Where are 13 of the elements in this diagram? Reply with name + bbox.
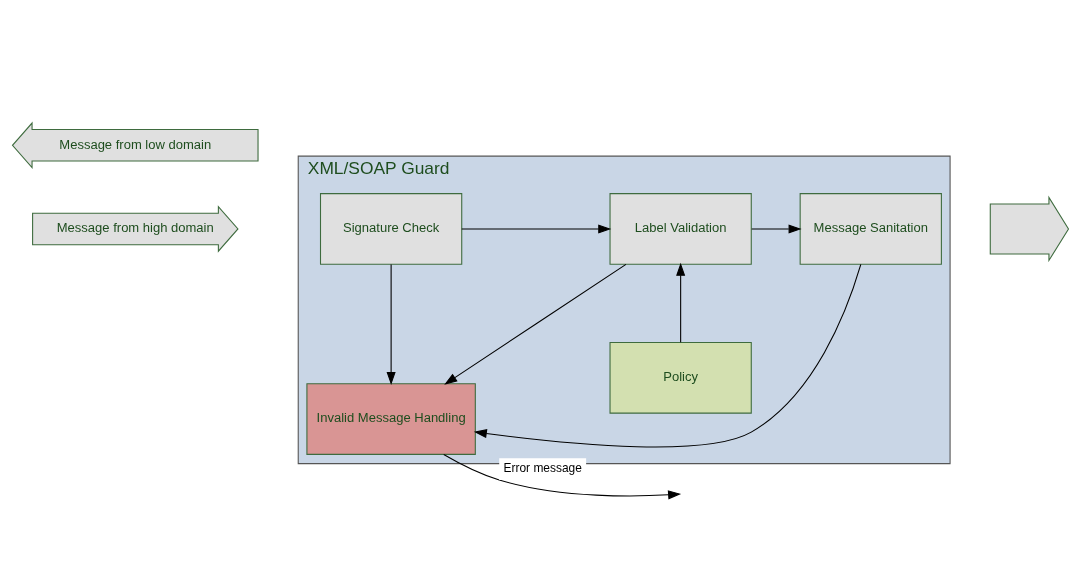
arrow — [751, 224, 802, 234]
arrow — [461, 224, 612, 234]
node-box: Label Validation — [609, 193, 752, 265]
node-box: Policy — [609, 341, 752, 414]
arrow — [386, 264, 396, 386]
arrow — [444, 263, 627, 385]
node-box: Signature Check — [319, 193, 463, 265]
arrow — [443, 453, 682, 500]
node-box: Invalid Message Handling — [306, 383, 476, 455]
node-arrow — [989, 195, 1070, 263]
arrow — [676, 262, 686, 343]
arrow — [473, 263, 862, 448]
node-box: Message Sanitation — [799, 193, 942, 265]
